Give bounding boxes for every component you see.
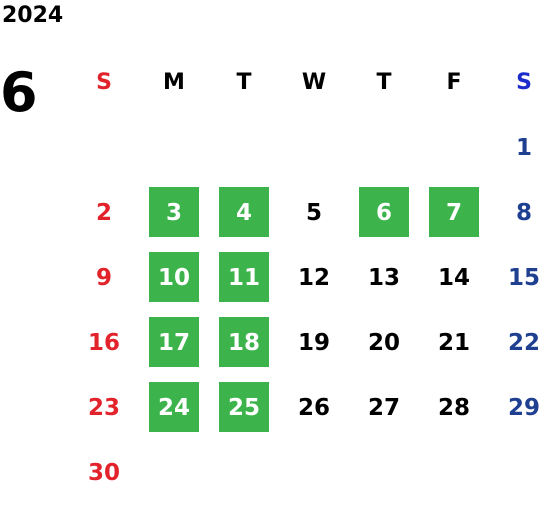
empty-day-cell: [279, 440, 349, 505]
day-number: 9: [95, 264, 112, 291]
empty-day-cell: [69, 115, 139, 180]
weekday-header-thu: T: [376, 70, 392, 95]
weekday-header-sun: S: [96, 70, 112, 95]
day-cell[interactable]: 5: [279, 180, 349, 245]
day-highlight: [219, 187, 269, 237]
day-cell[interactable]: 7: [419, 180, 489, 245]
day-cell[interactable]: 6: [349, 180, 419, 245]
day-cell[interactable]: 11: [209, 245, 279, 310]
day-number: 28: [437, 394, 470, 421]
day-number: 22: [507, 329, 540, 356]
year-label: 2024: [2, 3, 64, 28]
empty-day-cell: [209, 115, 279, 180]
day-cell[interactable]: 10: [139, 245, 209, 310]
weekday-header-mon: M: [163, 70, 185, 95]
weekday-header-sat: S: [516, 70, 532, 95]
day-cell[interactable]: 30: [69, 440, 139, 505]
day-cell[interactable]: 21: [419, 310, 489, 375]
day-number: 19: [297, 329, 330, 356]
day-highlight: [219, 317, 269, 367]
day-highlight: [149, 317, 199, 367]
day-highlight: [219, 252, 269, 302]
empty-day-cell: [489, 440, 548, 505]
day-cell[interactable]: 1: [489, 115, 548, 180]
day-highlight: [149, 252, 199, 302]
day-number: 16: [87, 329, 120, 356]
day-number: 7: [445, 199, 462, 226]
day-cell[interactable]: 18: [209, 310, 279, 375]
weekday-header-fri: F: [446, 70, 462, 95]
day-highlight: [359, 187, 409, 237]
day-number: 5: [305, 199, 322, 226]
empty-day-cell: [349, 440, 419, 505]
day-number: 15: [507, 264, 540, 291]
day-cell[interactable]: 8: [489, 180, 548, 245]
empty-day-cell: [139, 440, 209, 505]
empty-day-cell: [209, 440, 279, 505]
day-cell[interactable]: 22: [489, 310, 548, 375]
day-cell[interactable]: 29: [489, 375, 548, 440]
empty-day-cell: [279, 115, 349, 180]
day-number: 27: [367, 394, 400, 421]
day-cell[interactable]: 13: [349, 245, 419, 310]
day-number: 1: [515, 134, 532, 161]
empty-day-cell: [349, 115, 419, 180]
month-label: 6: [0, 61, 38, 124]
day-cell[interactable]: 27: [349, 375, 419, 440]
day-number: 21: [437, 329, 470, 356]
day-cell[interactable]: 20: [349, 310, 419, 375]
day-number: 12: [297, 264, 330, 291]
day-number: 14: [437, 264, 470, 291]
weekday-header-wed: W: [301, 70, 327, 95]
day-cell[interactable]: 14: [419, 245, 489, 310]
day-number: 10: [157, 264, 190, 291]
day-number: 3: [165, 199, 182, 226]
day-number: 20: [367, 329, 400, 356]
day-cell[interactable]: 24: [139, 375, 209, 440]
day-number: 4: [235, 199, 252, 226]
day-number: 26: [297, 394, 330, 421]
day-cell[interactable]: 26: [279, 375, 349, 440]
day-cell[interactable]: 15: [489, 245, 548, 310]
day-number: 13: [367, 264, 400, 291]
day-highlight: [429, 187, 479, 237]
day-number: 17: [157, 329, 190, 356]
day-number: 25: [227, 394, 260, 421]
day-highlight: [219, 382, 269, 432]
day-cell[interactable]: 23: [69, 375, 139, 440]
day-cell[interactable]: 9: [69, 245, 139, 310]
day-number: 18: [227, 329, 260, 356]
day-highlight: [149, 187, 199, 237]
day-cell[interactable]: 25: [209, 375, 279, 440]
day-cell[interactable]: 28: [419, 375, 489, 440]
day-cell[interactable]: 16: [69, 310, 139, 375]
day-highlight: [149, 382, 199, 432]
weekday-header-tue: T: [236, 70, 252, 95]
day-number: 29: [507, 394, 540, 421]
day-number: 8: [515, 199, 532, 226]
day-cell[interactable]: 17: [139, 310, 209, 375]
day-number: 23: [87, 394, 120, 421]
day-cell[interactable]: 4: [209, 180, 279, 245]
day-number: 6: [375, 199, 392, 226]
day-cell[interactable]: 2: [69, 180, 139, 245]
day-cell[interactable]: 3: [139, 180, 209, 245]
day-cell[interactable]: 19: [279, 310, 349, 375]
day-number: 24: [157, 394, 190, 421]
day-cell[interactable]: 12: [279, 245, 349, 310]
empty-day-cell: [139, 115, 209, 180]
day-number: 2: [95, 199, 112, 226]
day-number: 30: [87, 459, 120, 486]
day-number: 11: [227, 264, 260, 291]
empty-day-cell: [419, 115, 489, 180]
empty-day-cell: [419, 440, 489, 505]
